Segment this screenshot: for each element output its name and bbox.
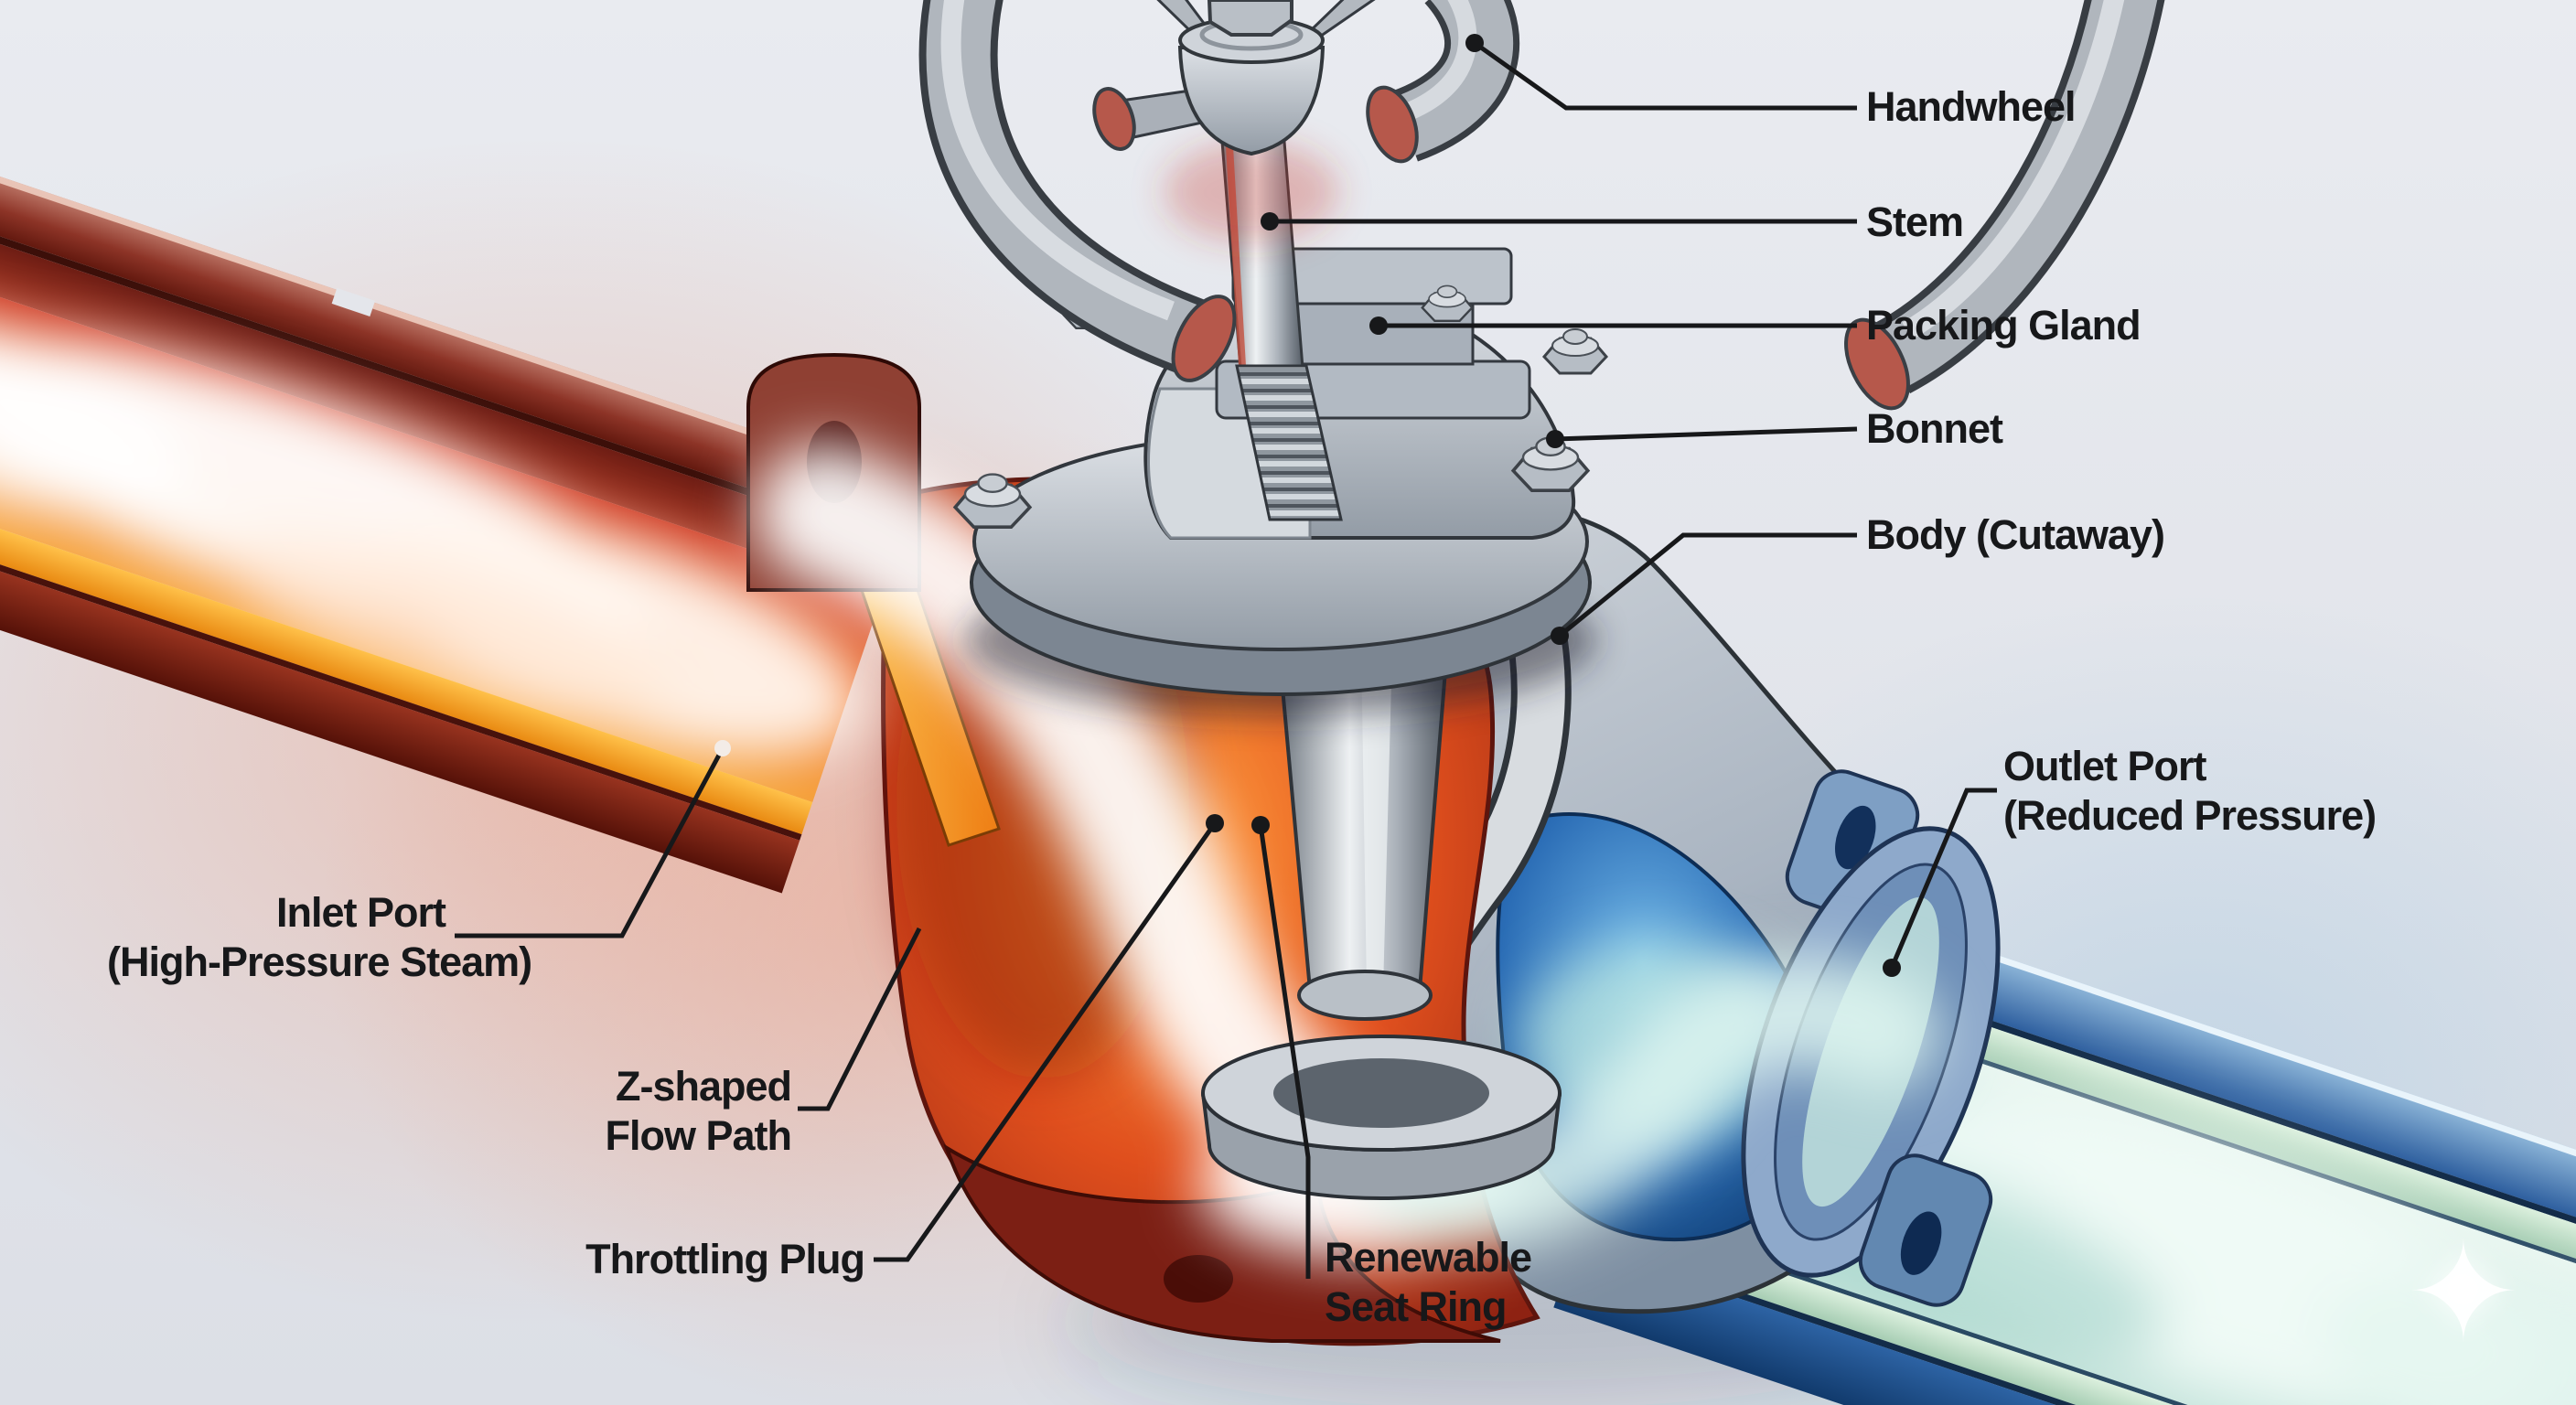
label-outlet-port: Outlet Port (Reduced Pressure) [2003,742,2377,841]
seat-ring [1201,1035,1562,1200]
leader-outlet [1889,788,1997,969]
label-outlet-line2: (Reduced Pressure) [2003,792,2377,839]
leader-z-path [798,927,922,1111]
leader-inlet [455,746,725,938]
label-z-path-line1: Z-shaped [615,1063,792,1110]
leader-seat-ring [1258,824,1311,1279]
label-z-path-line2: Flow Path [605,1112,793,1159]
inlet-steam-cloud [0,302,863,758]
label-seat-ring: Renewable Seat Ring [1325,1233,1532,1332]
stem-threads [1235,364,1343,521]
label-z-path: Z-shaped Flow Path [517,1062,793,1161]
handwheel [918,0,2165,411]
inlet-pipe [0,115,919,894]
label-body: Body (Cutaway) [1866,511,2165,558]
leader-handwheel [1473,40,1857,111]
label-packing-gland: Packing Gland [1866,302,2141,349]
leader-lines [455,40,1997,1279]
stem-nut [1207,0,1293,37]
sparkle-icon: ✦ [2406,1216,2521,1369]
label-inlet-line1: Inlet Port [275,889,446,936]
label-outlet-line1: Outlet Port [2003,743,2207,789]
body-bottom [943,1143,1501,1343]
label-throttling-plug: Throttling Plug [585,1236,865,1282]
leader-dots [714,34,1901,977]
handwheel-hub [1177,46,1326,156]
label-seat-ring-line1: Renewable [1325,1234,1532,1281]
label-stem: Stem [1866,198,1964,245]
leader-body [1558,532,1857,638]
label-inlet-line2: (High-Pressure Steam) [107,938,532,985]
leader-throttling-plug [874,821,1218,1262]
label-seat-ring-line2: Seat Ring [1325,1283,1508,1330]
label-inlet-port: Inlet Port (High-Pressure Steam) [107,888,532,987]
label-bonnet: Bonnet [1866,405,2003,452]
leader-bonnet [1554,426,1858,442]
label-handwheel: Handwheel [1866,83,2077,130]
